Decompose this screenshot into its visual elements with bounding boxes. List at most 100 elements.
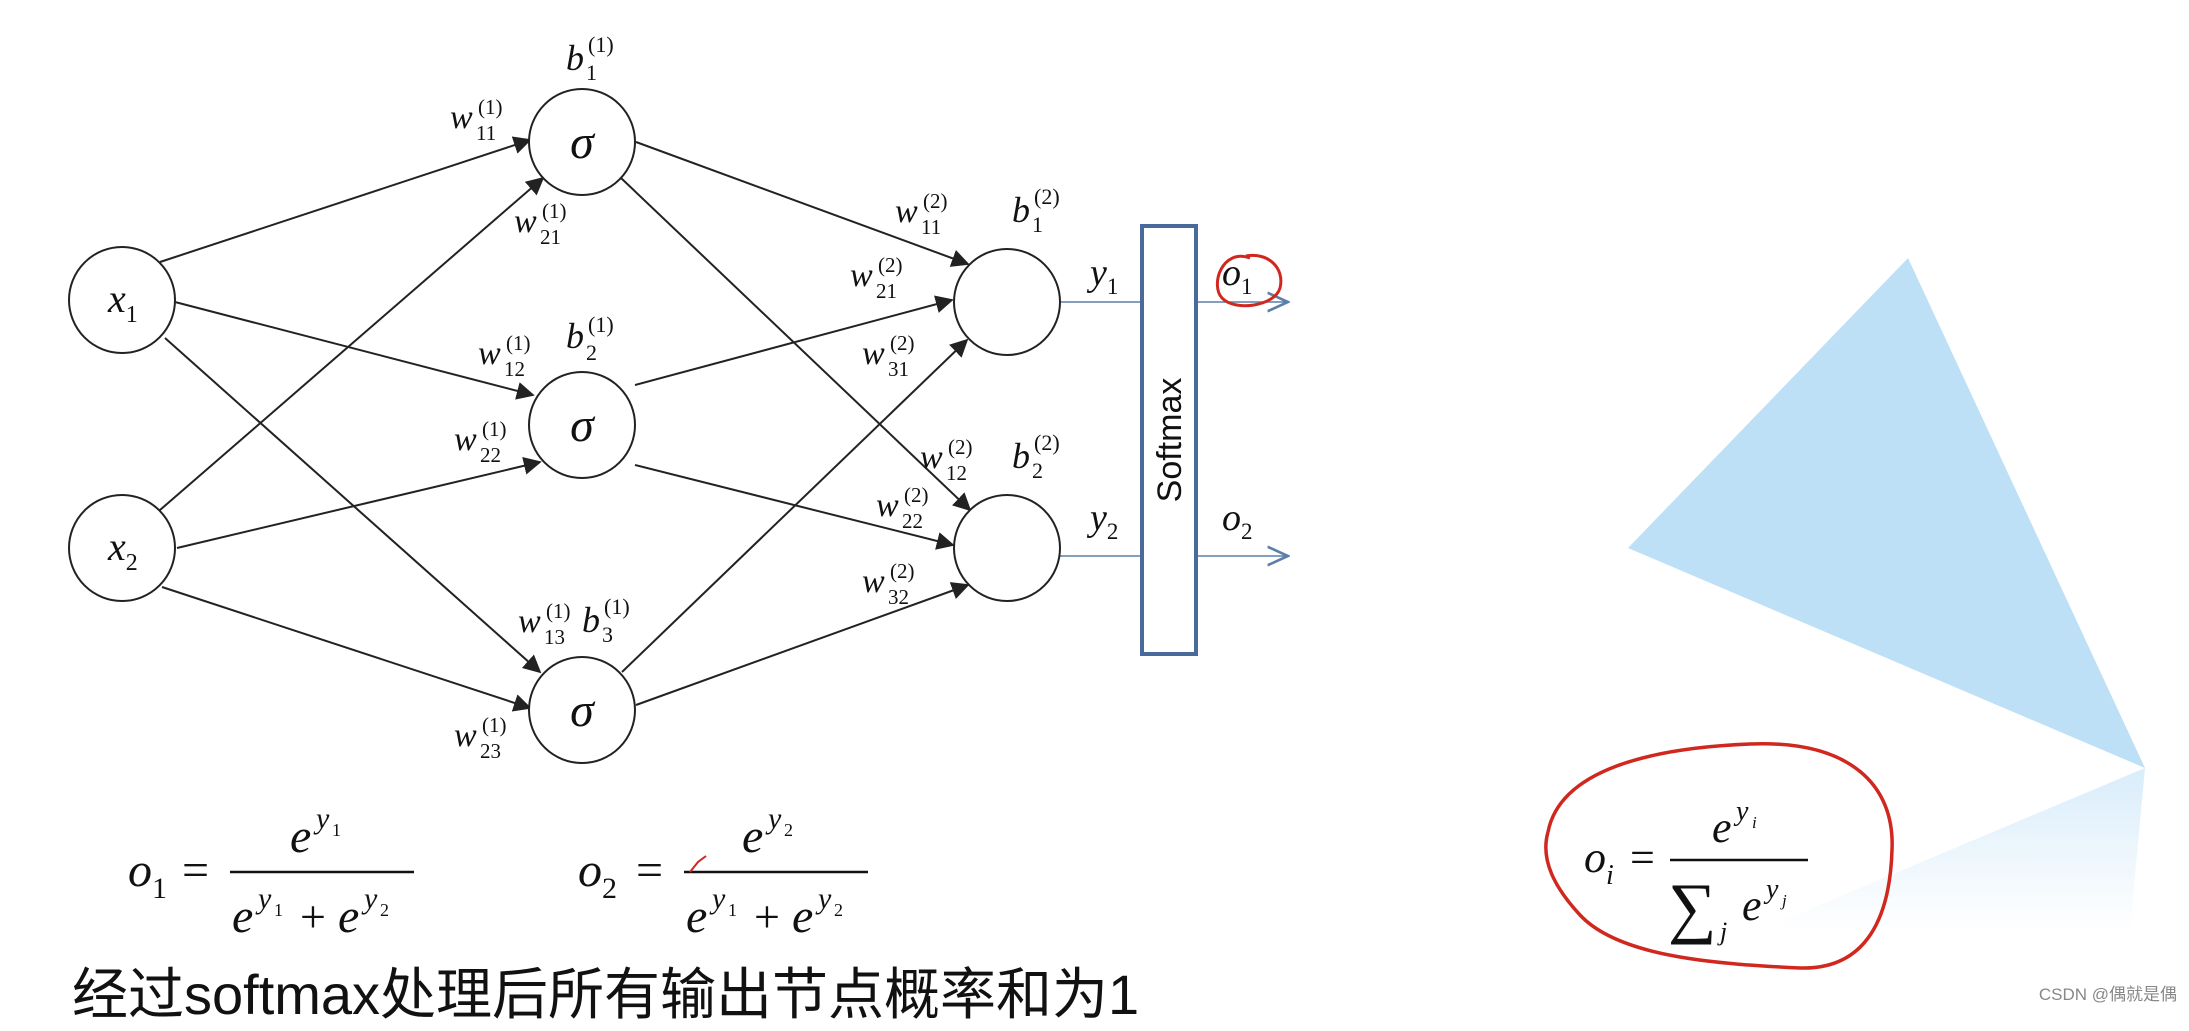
svg-text:+: +	[300, 891, 326, 942]
svg-text:e: e	[1742, 881, 1762, 930]
svg-text:11: 11	[476, 121, 496, 145]
weight-w12-1: w (1) 12	[478, 331, 531, 381]
svg-text:i: i	[1752, 813, 1757, 832]
svg-text:e: e	[338, 890, 359, 943]
hidden-node-3	[528, 656, 636, 764]
output-bias-2: b (2) 2	[1012, 430, 1060, 483]
hidden-node-1	[528, 88, 636, 196]
svg-text:21: 21	[540, 225, 561, 249]
svg-text:2: 2	[380, 900, 389, 920]
svg-text:b: b	[582, 600, 600, 640]
svg-text:11: 11	[921, 215, 941, 239]
svg-text:b: b	[566, 316, 584, 356]
input-label-x2: x2	[107, 524, 138, 576]
svg-text:(2): (2)	[878, 253, 903, 277]
svg-text:31: 31	[888, 357, 909, 381]
svg-text:22: 22	[902, 509, 923, 533]
softmax-box	[1140, 224, 1198, 656]
svg-text:3: 3	[602, 622, 613, 647]
svg-text:12: 12	[504, 357, 525, 381]
edge-x1-h1	[159, 136, 532, 263]
svg-text:o: o	[128, 844, 152, 897]
svg-text:o: o	[1584, 833, 1606, 882]
svg-text:=: =	[182, 844, 209, 897]
sigma-1: σ	[570, 116, 596, 169]
svg-text:b: b	[1012, 190, 1030, 230]
softmax-edges	[1060, 302, 1288, 556]
svg-text:w: w	[850, 257, 873, 294]
hidden-bias-3: b (1) 3	[582, 594, 630, 647]
svg-text:j: j	[1780, 891, 1787, 910]
weight-w32-2: w (2) 32	[862, 559, 915, 609]
svg-text:1: 1	[332, 820, 341, 840]
hidden-bias-2: b (1) 2	[566, 312, 614, 365]
svg-text:y: y	[765, 802, 782, 835]
svg-text:y: y	[1733, 796, 1749, 827]
svg-text:1: 1	[274, 900, 283, 920]
svg-text:(2): (2)	[890, 331, 915, 355]
sigma-3: σ	[570, 684, 596, 737]
svg-text:2: 2	[784, 820, 793, 840]
svg-text:2: 2	[602, 872, 617, 905]
svg-text:w: w	[454, 717, 477, 754]
label-y1: y1	[1086, 252, 1118, 299]
svg-text:w: w	[920, 439, 943, 476]
annotation-tick	[689, 855, 707, 873]
annotation-circle-o1	[1215, 253, 1283, 308]
label-o2: o2	[1222, 497, 1253, 544]
svg-text:=: =	[1630, 833, 1655, 882]
svg-text:23: 23	[480, 739, 501, 763]
weight-w11-2: w (2) 11	[895, 189, 948, 239]
svg-text:32: 32	[888, 585, 909, 609]
edge-h3-o2	[635, 582, 970, 706]
weight-w23-1: w (1) 23	[454, 713, 507, 763]
formula-o2: o 2 = e y 2 e y 1 + e y 2	[578, 802, 868, 943]
formula-o1: o 1 = e y 1 e y 1 + e y 2	[128, 802, 414, 943]
svg-text:w: w	[518, 603, 541, 640]
output-node-1	[953, 248, 1061, 356]
caption: 经过softmax处理后所有输出节点概率和为1	[72, 963, 1140, 1026]
hidden-bias-1: b (1) 1	[566, 32, 614, 85]
svg-text:e: e	[232, 890, 253, 943]
svg-text:w: w	[450, 99, 473, 136]
svg-text:(2): (2)	[1034, 184, 1060, 209]
svg-text:(1): (1)	[546, 599, 571, 623]
svg-text:y: y	[709, 882, 726, 915]
label-y2: y2	[1086, 497, 1118, 544]
svg-text:b: b	[1012, 436, 1030, 476]
svg-text:i: i	[1606, 860, 1614, 891]
svg-text:(2): (2)	[890, 559, 915, 583]
svg-text:o: o	[578, 844, 602, 897]
svg-text:b: b	[566, 38, 584, 78]
weight-w31-2: w (2) 31	[862, 331, 915, 381]
input-label-x1: x1	[107, 276, 138, 328]
svg-text:w: w	[862, 335, 885, 372]
softmax-label: Softmax	[1151, 378, 1189, 503]
svg-text:1: 1	[728, 900, 737, 920]
svg-text:w: w	[514, 203, 537, 240]
hidden-nodes	[528, 88, 636, 764]
edge-h2-o2	[634, 464, 955, 550]
svg-text:1: 1	[152, 872, 167, 905]
svg-text:y: y	[815, 882, 832, 915]
weight-w13-1: w (1) 13	[518, 599, 571, 649]
svg-text:(1): (1)	[588, 32, 614, 57]
edge-x2-h1	[159, 176, 545, 511]
weight-w22-2: w (2) 22	[876, 483, 929, 533]
svg-text:(2): (2)	[948, 435, 973, 459]
svg-text:21: 21	[876, 279, 897, 303]
svg-text:e: e	[1712, 803, 1732, 852]
edge-x2-h3	[161, 586, 532, 712]
svg-text:=: =	[636, 844, 663, 897]
svg-text:w: w	[895, 193, 918, 230]
svg-text:(2): (2)	[923, 189, 948, 213]
svg-text:1: 1	[586, 60, 597, 85]
svg-text:+: +	[754, 891, 780, 942]
output-node-2	[953, 494, 1061, 602]
svg-text:2: 2	[586, 340, 597, 365]
weight-w21-2: w (2) 21	[850, 253, 903, 303]
edge-x2-h2	[176, 456, 542, 549]
svg-text:w: w	[862, 563, 885, 600]
svg-text:y: y	[1763, 874, 1779, 905]
